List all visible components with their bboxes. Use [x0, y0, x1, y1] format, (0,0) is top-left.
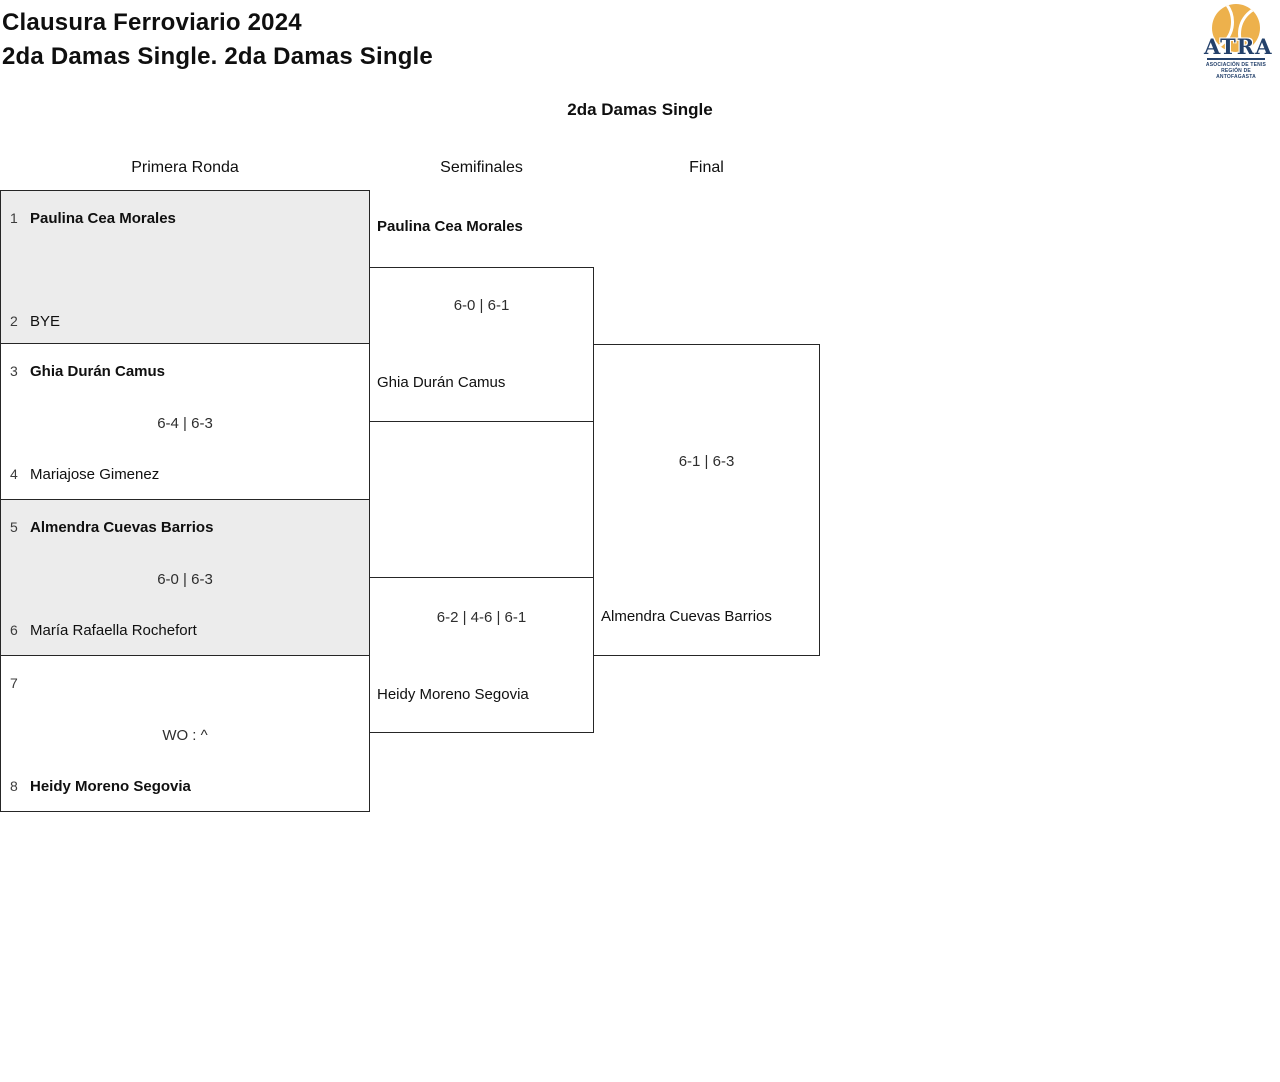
- column-header-primera-ronda: Primera Ronda: [131, 159, 239, 176]
- round1-match4-player2-seed: 8: [10, 778, 18, 794]
- round1-match2-player2-name: Mariajose Gimenez: [30, 465, 160, 483]
- round1-match2-score: 6-4 | 6-3: [157, 414, 213, 432]
- round1-match2-box: 3 Ghia Durán Camus 6-4 | 6-3 4 Mariajose…: [0, 343, 370, 500]
- round1-match3-player2-name: María Rafaella Rochefort: [30, 621, 197, 639]
- round1-match4-score: WO : ^: [162, 726, 208, 744]
- round1-match3-score: 6-0 | 6-3: [157, 570, 213, 588]
- round1-match1-player1-seed: 1: [10, 210, 18, 226]
- page-title-line2: 2da Damas Single. 2da Damas Single: [2, 43, 433, 70]
- page-title-line1: Clausura Ferroviario 2024: [2, 9, 302, 36]
- page-title: Clausura Ferroviario 2024 2da Damas Sing…: [2, 6, 433, 74]
- column-header-final: Final: [689, 159, 724, 176]
- final-box: [593, 344, 820, 656]
- semifinal2-box: [369, 577, 594, 733]
- logo-acronym: ATRA: [1204, 34, 1273, 59]
- logo-subtitle-line2: REGIÓN DE ANTOFAGASTA: [1216, 68, 1256, 80]
- bracket-title: 2da Damas Single: [567, 100, 713, 119]
- round1-match1-player2-seed: 2: [10, 313, 18, 329]
- round1-match2-player2-row: 4 Mariajose Gimenez: [10, 463, 360, 485]
- round1-match1-player1-row: 1 Paulina Cea Morales: [10, 207, 360, 229]
- final-score: 6-1 | 6-3: [678, 453, 735, 470]
- round1-match3-player2-seed: 6: [10, 622, 18, 638]
- round1-match2-player1-name: Ghia Durán Camus: [30, 362, 166, 380]
- column-header-semifinales: Semifinales: [440, 159, 523, 176]
- round1-match3-box: 5 Almendra Cuevas Barrios 6-0 | 6-3 6 Ma…: [0, 499, 370, 656]
- round1-match4-player2-row: 8 Heidy Moreno Segovia: [10, 775, 360, 797]
- semifinal1-box: [369, 267, 594, 422]
- atra-logo: ATRA ASOCIACIÓN DE TENIS REGIÓN DE ANTOF…: [1204, 4, 1273, 80]
- semifinal1-score: 6-0 | 6-1: [453, 297, 510, 314]
- round1-match2-player2-seed: 4: [10, 466, 18, 482]
- round1-match1-box: 1 Paulina Cea Morales 2 BYE: [0, 190, 370, 344]
- round1-match4-player1-row: 7: [10, 672, 360, 694]
- round1-match3-player2-row: 6 María Rafaella Rochefort: [10, 619, 360, 641]
- round1-match2-player1-row: 3 Ghia Durán Camus: [10, 360, 360, 382]
- logo-divider: [1207, 58, 1265, 60]
- round1-match4-box: 7 WO : ^ 8 Heidy Moreno Segovia: [0, 655, 370, 812]
- semifinal2-player2-name: Heidy Moreno Segovia: [377, 686, 529, 703]
- semifinal1-player1-name: Paulina Cea Morales: [377, 218, 523, 235]
- round1-match4-player2-name: Heidy Moreno Segovia: [30, 777, 191, 795]
- tennis-ball-icon: [1212, 4, 1260, 52]
- logo-subtitle-line1: ASOCIACIÓN DE TENIS: [1205, 62, 1267, 68]
- round1-match4-player1-seed: 7: [10, 675, 18, 691]
- round1-match3-player1-row: 5 Almendra Cuevas Barrios: [10, 516, 360, 538]
- final-player2-name: Almendra Cuevas Barrios: [601, 608, 772, 625]
- round1-match3-player1-seed: 5: [10, 519, 18, 535]
- round1-match1-player2-row: 2 BYE: [10, 310, 360, 332]
- round1-match2-player1-seed: 3: [10, 363, 18, 379]
- semifinal1-player2-name: Ghia Durán Camus: [377, 374, 506, 391]
- semifinal2-score: 6-2 | 4-6 | 6-1: [436, 609, 527, 626]
- round1-match3-player1-name: Almendra Cuevas Barrios: [30, 518, 214, 536]
- round1-match1-player1-name: Paulina Cea Morales: [30, 209, 176, 227]
- round1-match1-player2-name: BYE: [30, 312, 61, 330]
